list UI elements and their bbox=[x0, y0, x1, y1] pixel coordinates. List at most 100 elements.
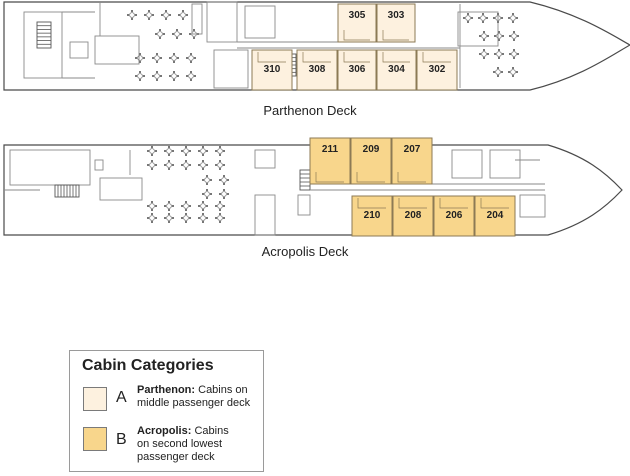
cabin-308: 308 bbox=[296, 49, 338, 91]
table-top bbox=[221, 177, 227, 183]
chair bbox=[215, 164, 217, 166]
chair bbox=[227, 179, 229, 181]
table-top bbox=[217, 162, 223, 168]
cabin-number: 306 bbox=[349, 64, 366, 75]
service-room bbox=[206, 1, 238, 43]
dining-table bbox=[164, 146, 174, 156]
chair bbox=[509, 53, 511, 55]
crew-room bbox=[489, 149, 521, 179]
chair bbox=[165, 10, 167, 12]
table-top bbox=[171, 55, 177, 61]
chair bbox=[202, 221, 204, 223]
chair bbox=[215, 205, 217, 207]
dining-table bbox=[202, 175, 212, 185]
chair bbox=[131, 18, 133, 20]
chair bbox=[202, 160, 204, 162]
chair bbox=[182, 18, 184, 20]
chair bbox=[168, 209, 170, 211]
chair bbox=[202, 179, 204, 181]
cabin-partition bbox=[382, 30, 409, 41]
chair bbox=[143, 57, 145, 59]
chair bbox=[163, 33, 165, 35]
cabin-number: 303 bbox=[388, 10, 405, 21]
chair bbox=[198, 205, 200, 207]
chair bbox=[513, 57, 515, 59]
table-top bbox=[217, 203, 223, 209]
acropolis-deck-label: Acropolis Deck bbox=[262, 244, 349, 259]
table-top bbox=[129, 12, 135, 18]
table-top bbox=[154, 73, 160, 79]
stairs-frame bbox=[36, 21, 52, 49]
chair bbox=[463, 17, 465, 19]
dining-table bbox=[509, 49, 519, 59]
dining-table bbox=[198, 146, 208, 156]
cabin-fill bbox=[433, 195, 475, 237]
table-top bbox=[149, 215, 155, 221]
dining-table bbox=[494, 31, 504, 41]
chair bbox=[502, 35, 504, 37]
acropolis-interior-layout bbox=[4, 146, 546, 236]
dining-table bbox=[152, 53, 162, 63]
chair bbox=[508, 71, 510, 73]
dining-table bbox=[479, 49, 489, 59]
table-top bbox=[149, 148, 155, 154]
chair bbox=[202, 201, 204, 203]
chair bbox=[508, 17, 510, 19]
legend-swatch-a bbox=[83, 387, 107, 411]
dining-table bbox=[181, 201, 191, 211]
dining-table bbox=[198, 213, 208, 223]
dining-table bbox=[478, 13, 488, 23]
chair bbox=[190, 79, 192, 81]
engine-room bbox=[99, 177, 143, 201]
chair bbox=[223, 205, 225, 207]
cabin-302: 302 bbox=[416, 49, 458, 91]
cabin-number: 207 bbox=[404, 144, 421, 155]
aft-section bbox=[9, 149, 91, 186]
chair bbox=[193, 37, 195, 39]
cabin-fill bbox=[296, 49, 338, 91]
legend-deck-acropolis: Acropolis: bbox=[137, 425, 192, 437]
chair bbox=[164, 164, 166, 166]
dining-table bbox=[135, 71, 145, 81]
chair bbox=[155, 150, 157, 152]
cabin-number: 305 bbox=[349, 10, 366, 21]
chair bbox=[172, 217, 174, 219]
chair bbox=[219, 179, 221, 181]
chair bbox=[181, 164, 183, 166]
chair bbox=[497, 13, 499, 15]
cabin-number: 211 bbox=[322, 144, 339, 155]
chair bbox=[198, 164, 200, 166]
table-top bbox=[166, 203, 172, 209]
dining-table bbox=[509, 31, 519, 41]
chair bbox=[498, 39, 500, 41]
cabin-number: 308 bbox=[309, 64, 326, 75]
dining-table bbox=[147, 201, 157, 211]
cabin-fill bbox=[416, 49, 458, 91]
dining-table bbox=[172, 29, 182, 39]
cabin-categories-legend: Cabin Categories A Parthenon: Cabins on … bbox=[69, 350, 264, 472]
chair bbox=[219, 146, 221, 148]
chair bbox=[172, 164, 174, 166]
chair bbox=[498, 57, 500, 59]
cabin-partition bbox=[382, 52, 410, 63]
chair bbox=[482, 21, 484, 23]
legend-desc-a-line1: Cabins on bbox=[198, 384, 248, 396]
cabin-partition bbox=[422, 52, 451, 63]
dining-table bbox=[144, 10, 154, 20]
chair bbox=[151, 160, 153, 162]
chair bbox=[219, 221, 221, 223]
cabin-partition bbox=[302, 52, 331, 63]
dining-table bbox=[215, 146, 225, 156]
chair bbox=[206, 205, 208, 207]
chair bbox=[219, 209, 221, 211]
parthenon-interior-layout bbox=[23, 1, 519, 89]
chair bbox=[151, 221, 153, 223]
chair bbox=[219, 193, 221, 195]
chair bbox=[486, 17, 488, 19]
chair bbox=[487, 53, 489, 55]
parthenon-deck-label: Parthenon Deck bbox=[263, 103, 357, 118]
chair bbox=[190, 53, 192, 55]
stairs bbox=[36, 21, 52, 49]
chair bbox=[219, 154, 221, 156]
